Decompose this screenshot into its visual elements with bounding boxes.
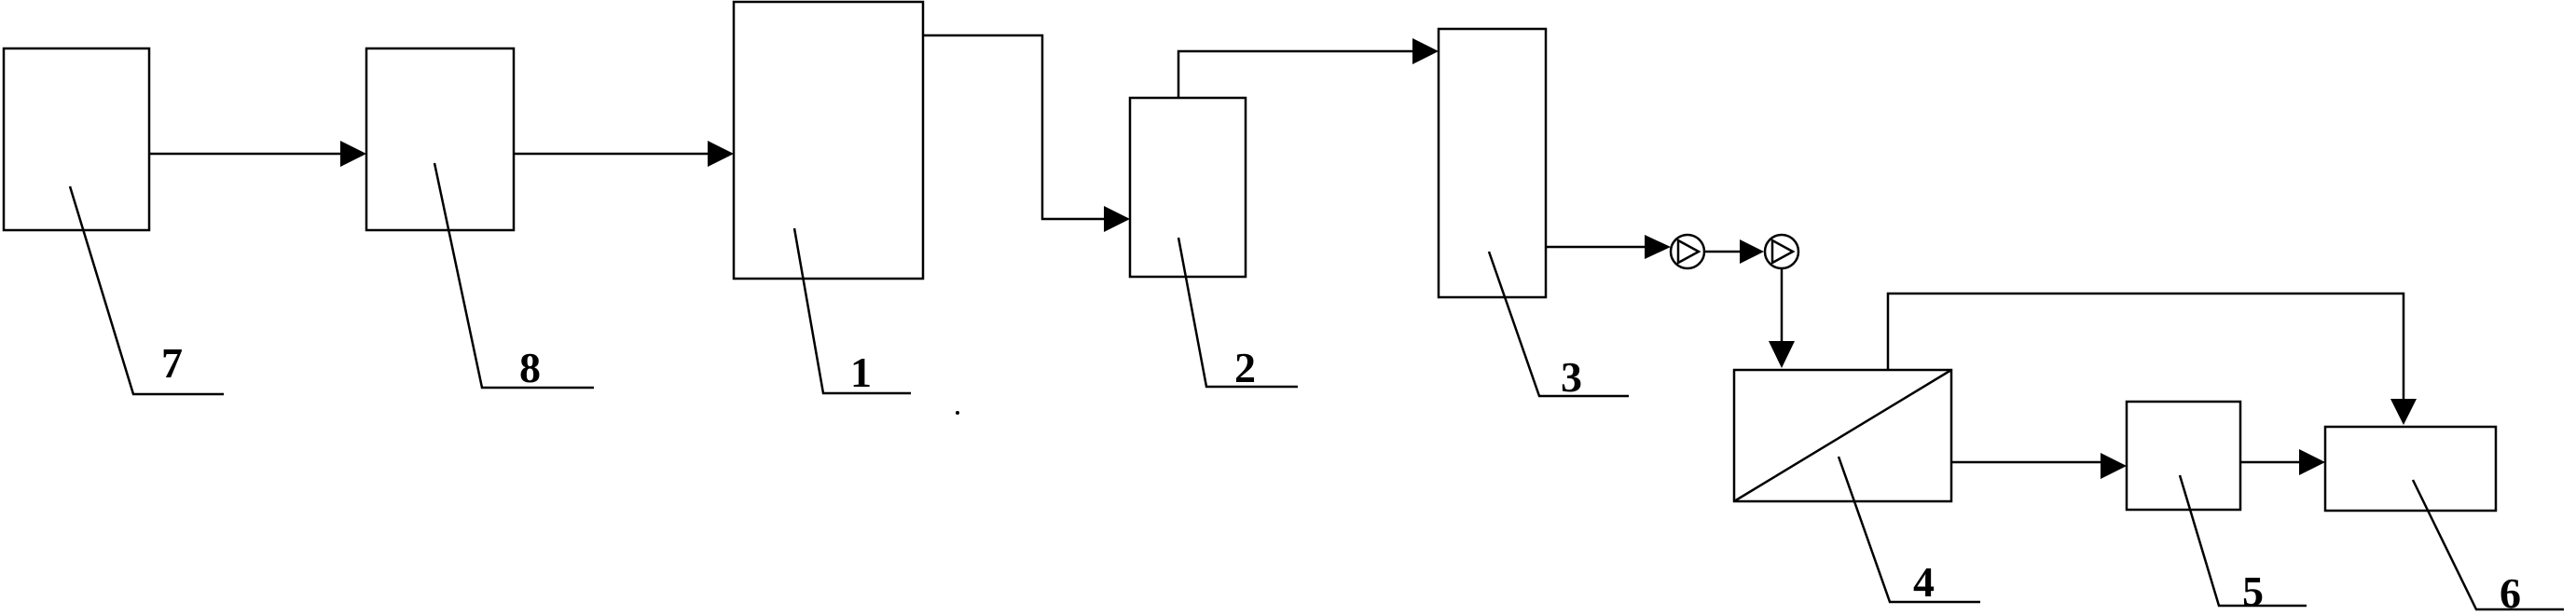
stray-dot: [956, 411, 959, 415]
box-8: [365, 47, 516, 232]
connector-1-to-2: [923, 34, 1118, 221]
box-4-diagonal: [1733, 368, 1952, 503]
label-5: 5: [2242, 567, 2264, 615]
label-7: 7: [161, 339, 183, 387]
pump-icon: [1763, 233, 1800, 270]
label-4: 4: [1913, 558, 1935, 606]
arrowhead-2: [1104, 206, 1130, 232]
arrowhead-3: [1412, 38, 1439, 64]
leader-line-2: [1177, 237, 1298, 389]
pump-icon: [1669, 233, 1706, 270]
box-7: [2, 47, 151, 232]
box-3: [1437, 27, 1548, 299]
arrowhead-pump1: [1645, 235, 1671, 259]
leader-line-1: [792, 227, 911, 395]
leader-line-6: [2411, 479, 2564, 611]
box-1: [732, 0, 925, 280]
box-5: [2125, 400, 2242, 512]
label-6: 6: [2500, 569, 2521, 615]
arrowhead-5: [2101, 453, 2127, 479]
arrowhead-4: [1769, 341, 1795, 368]
arrowhead-6-top: [2390, 399, 2417, 425]
connector-2-to-3: [1177, 49, 1426, 98]
label-2: 2: [1234, 344, 1256, 391]
box-6: [2323, 425, 2498, 512]
label-8: 8: [519, 344, 541, 391]
arrowhead-6-left: [2299, 449, 2325, 475]
leader-line-3: [1487, 251, 1629, 398]
label-1: 1: [850, 348, 872, 396]
connector-4-to-6: [1886, 292, 2405, 411]
box-2: [1128, 96, 1247, 279]
label-3: 3: [1561, 353, 1582, 401]
arrowhead-1: [708, 141, 734, 167]
leader-line-5: [2178, 474, 2307, 608]
leader-line-4: [1837, 456, 1980, 604]
arrowhead-pump2: [1740, 239, 1764, 264]
arrowhead-8: [340, 141, 366, 167]
leader-line-7: [68, 185, 224, 396]
leader-line-8: [433, 162, 594, 390]
